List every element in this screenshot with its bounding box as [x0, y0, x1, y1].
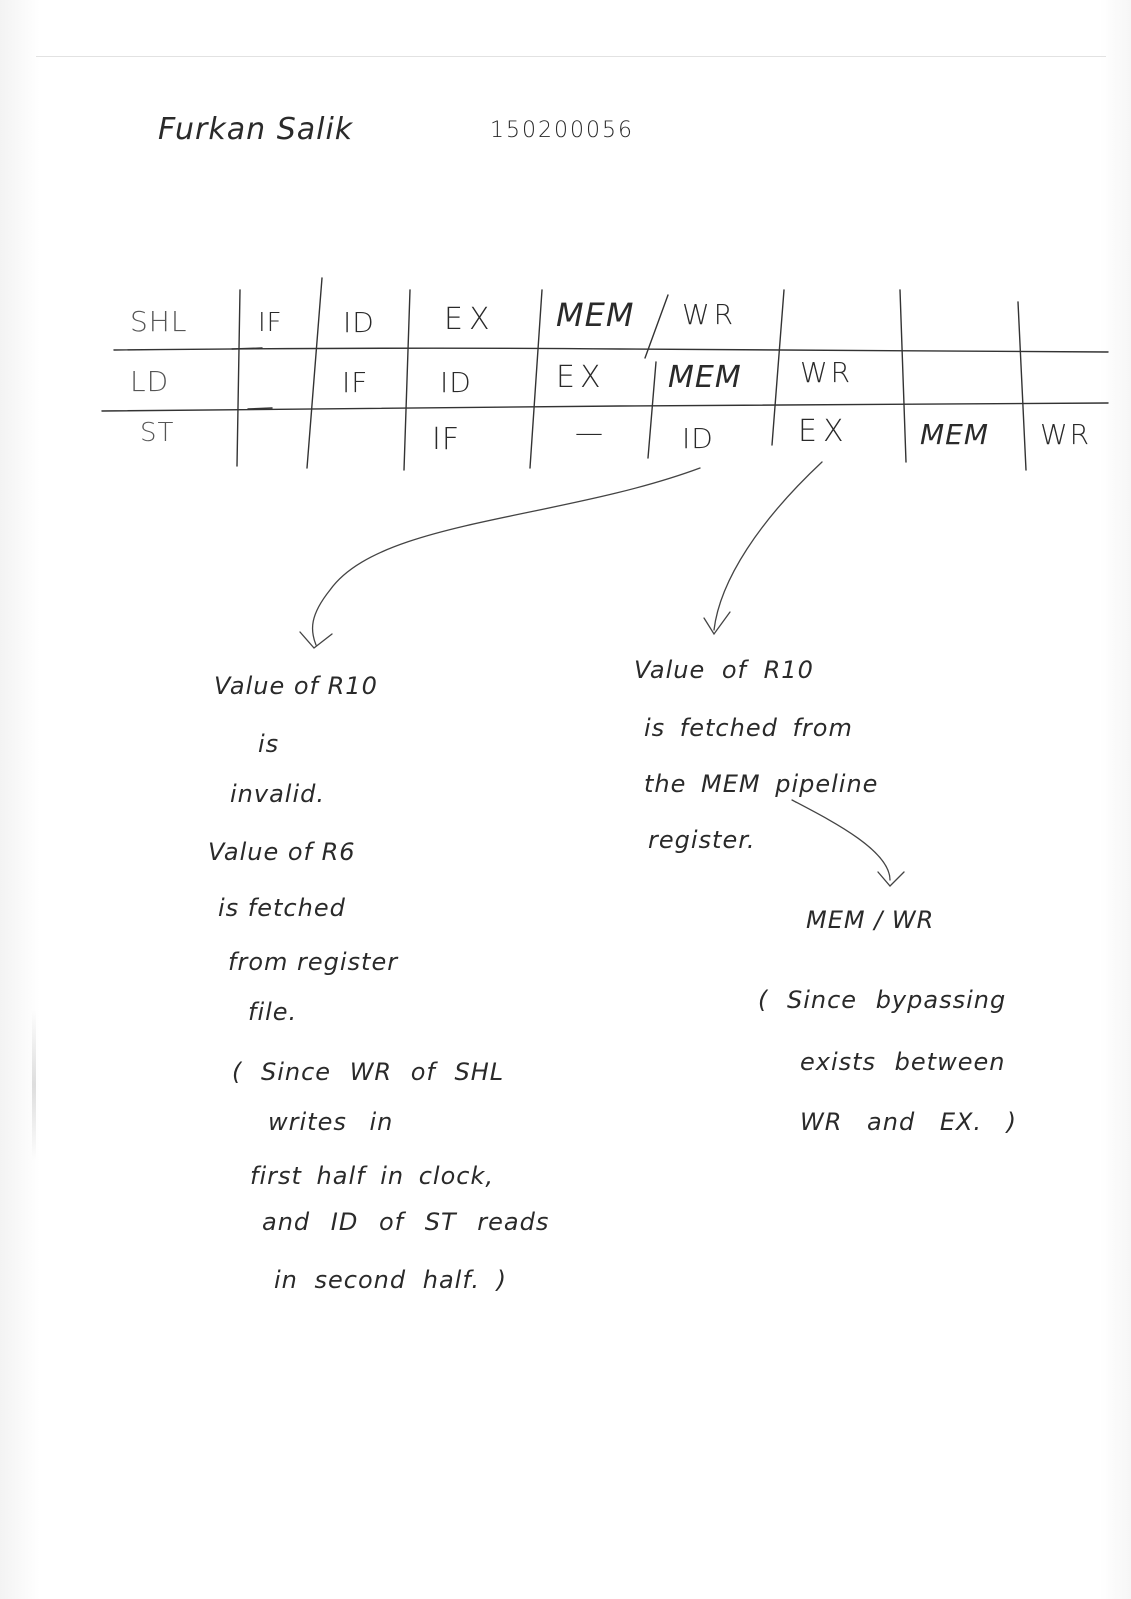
- left-note-line-3: invalid.: [230, 780, 325, 808]
- shl-stage-id: ID: [343, 306, 375, 339]
- st-stage-wr: WR: [1040, 418, 1092, 451]
- col-divider-5a: [644, 294, 669, 359]
- student-id: 150200056: [490, 118, 634, 143]
- left-note-line-2: is: [258, 730, 280, 758]
- right-note-reason-2: exists between: [800, 1048, 1006, 1076]
- ld-stage-mem: MEM: [668, 360, 742, 395]
- scan-artifact: [32, 1010, 36, 1160]
- ld-stage-wr: WR: [800, 356, 854, 389]
- ld-stage-if: IF: [342, 366, 369, 399]
- shl-stage-wr: WR: [682, 298, 738, 331]
- col-divider-6: [771, 289, 785, 446]
- right-note-line-4: register.: [648, 826, 756, 854]
- right-note-line-2: is fetched from: [644, 714, 853, 742]
- ld-stage-ex: EX: [556, 360, 606, 395]
- shl-stage-mem: MEM: [556, 296, 635, 334]
- st-stage-id: ID: [682, 422, 714, 455]
- left-note-line-7: file.: [248, 998, 298, 1026]
- row-label-ld: LD: [130, 365, 170, 398]
- right-note-target: MEM / WR: [806, 906, 935, 934]
- row-separator-1: [113, 347, 1109, 353]
- col-divider-3: [403, 289, 411, 471]
- arrow-to-right-note: [713, 461, 823, 631]
- left-note-line-5: is fetched: [218, 894, 346, 922]
- right-note-line-1: Value of R10: [634, 656, 814, 684]
- col-divider-7: [899, 289, 907, 463]
- left-note-line-12: in second half. ): [274, 1266, 507, 1294]
- st-stage-stall: —: [575, 416, 604, 449]
- shl-stage-if: IF: [258, 308, 283, 338]
- arrow-to-left-note: [311, 467, 701, 646]
- col-divider-2: [306, 277, 323, 469]
- col-divider-4: [529, 289, 543, 469]
- left-note-line-8: ( Since WR of SHL: [232, 1058, 505, 1086]
- row-separator-2: [101, 402, 1109, 412]
- page-top-rule: [36, 56, 1106, 57]
- left-note-line-4: Value of R6: [208, 838, 356, 866]
- st-stage-if: IF: [432, 422, 461, 457]
- col-divider-5b: [647, 361, 657, 459]
- right-note-reason-3: WR and EX. ): [800, 1108, 1018, 1136]
- left-note-line-9: writes in: [268, 1108, 394, 1136]
- row-label-st: ST: [140, 418, 175, 448]
- col-divider-1: [236, 289, 241, 467]
- row-label-shl: SHL: [130, 305, 188, 338]
- ld-stage-id: ID: [440, 366, 472, 399]
- left-note-line-6: from register: [228, 948, 399, 976]
- col-divider-8: [1017, 301, 1027, 471]
- shl-stage-ex: EX: [444, 302, 496, 337]
- left-note-line-11: and ID of ST reads: [262, 1208, 550, 1236]
- arrow-to-mem-wr: [791, 799, 891, 881]
- author-name: Furkan Salik: [158, 112, 354, 147]
- right-note-reason-1: ( Since bypassing: [758, 986, 1007, 1014]
- right-note-line-3: the MEM pipeline: [644, 770, 879, 798]
- st-stage-mem: MEM: [920, 418, 990, 451]
- left-note-line-1: Value of R10: [214, 672, 378, 700]
- st-stage-ex: EX: [798, 414, 850, 449]
- left-note-line-10: first half in clock,: [250, 1162, 494, 1190]
